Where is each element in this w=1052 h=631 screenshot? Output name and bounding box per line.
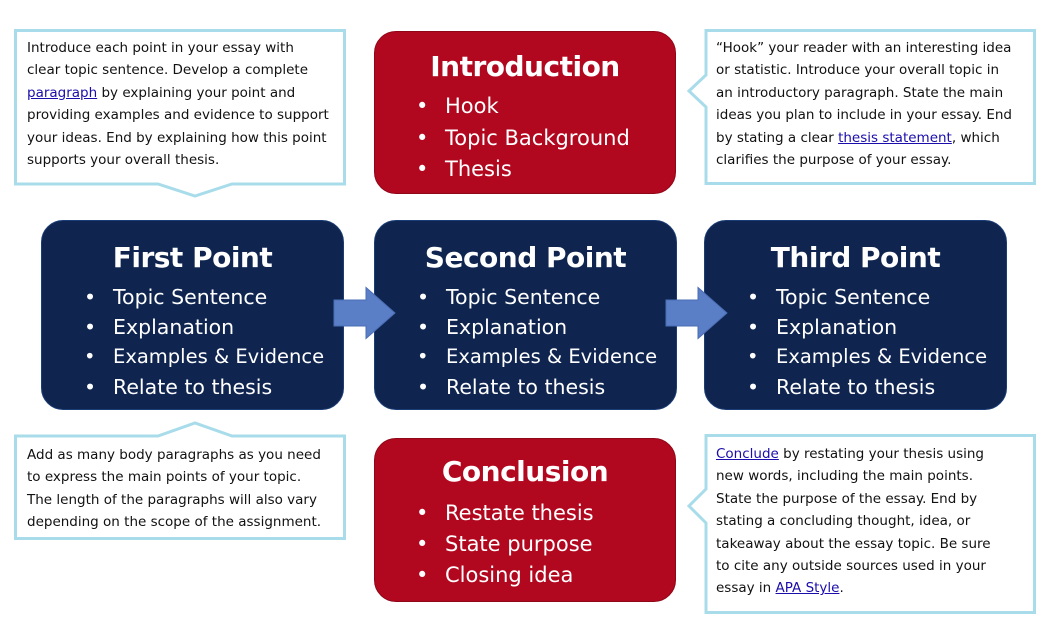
callout-conclude-line: to cite any outside sources used in your xyxy=(716,558,986,575)
callout-body-point-line: your ideas. End by explaining how this p… xyxy=(27,129,327,146)
apa-style-link[interactable]: APA Style xyxy=(775,580,840,597)
callout-hook-line: by stating a clear thesis statement, whi… xyxy=(716,127,1032,149)
third-point-box: Third Point Topic Sentence Explanation E… xyxy=(704,220,1007,410)
second-point-box: Second Point Topic Sentence Explanation … xyxy=(374,220,677,410)
callout-body-count-line: Add as many body paragraphs as you need xyxy=(27,447,321,463)
callout-conclude-frame xyxy=(686,434,1036,614)
callout-hook-line: clarifies the purpose of your essay. xyxy=(716,152,952,169)
callout-body-count-line: to express the main points of your topic… xyxy=(27,469,302,486)
callout-conclude-line-end: . xyxy=(839,580,844,597)
callout-hook-line: ideas you plan to include in your essay.… xyxy=(716,107,1012,124)
callout-body-count-frame xyxy=(14,421,346,540)
paragraph-link[interactable]: paragraph xyxy=(27,84,98,101)
callout-hook-line: “Hook” your reader with an interesting i… xyxy=(716,40,1012,56)
thesis-statement-link[interactable]: thesis statement xyxy=(838,129,952,146)
conclude-link[interactable]: Conclude xyxy=(716,446,779,462)
callout-body-point-frame xyxy=(14,29,346,198)
first-point-item: Relate to thesis xyxy=(84,372,343,402)
callout-body-point-line: paragraph by explaining your point and xyxy=(27,82,337,104)
third-point-item: Explanation xyxy=(747,312,1006,342)
callout-conclude-line-post: by restating your thesis using xyxy=(778,446,984,462)
callout-body-count: Add as many body paragraphs as you need … xyxy=(14,420,346,540)
callout-hook-line-post: , which xyxy=(951,129,1000,146)
callout-conclude-line: Conclude by restating your thesis using xyxy=(716,443,1032,465)
callout-conclude: Conclude by restating your thesis using … xyxy=(686,434,1036,614)
arrow-right-icon xyxy=(333,286,396,340)
callout-body-count-line: depending on the scope of the assignment… xyxy=(27,514,322,531)
conclusion-box: Conclusion Restate thesis State purpose … xyxy=(374,438,676,602)
third-point-title: Third Point xyxy=(770,241,941,274)
callout-body-point-line: clear topic sentence. Develop a complete xyxy=(27,62,309,79)
third-point-item: Topic Sentence xyxy=(747,282,1006,312)
callout-hook-line: or statistic. Introduce your overall top… xyxy=(716,62,1000,79)
second-point-list: Topic Sentence Explanation Examples & Ev… xyxy=(417,282,676,402)
second-point-item: Topic Sentence xyxy=(417,282,676,312)
introduction-box: Introduction Hook Topic Background Thesi… xyxy=(374,31,676,194)
callout-conclude-line: new words, including the main points. xyxy=(716,468,973,485)
introduction-list: Hook Topic Background Thesis xyxy=(416,91,675,186)
callout-body-point-line-rest: by explaining your point and xyxy=(97,84,296,101)
callout-hook: “Hook” your reader with an interesting i… xyxy=(686,29,1036,185)
conclusion-item: Closing idea xyxy=(416,560,675,591)
conclusion-item: Restate thesis xyxy=(416,498,675,529)
first-point-item: Topic Sentence xyxy=(84,282,343,312)
third-point-item: Examples & Evidence xyxy=(747,342,1006,372)
second-point-item: Relate to thesis xyxy=(417,372,676,402)
introduction-title: Introduction xyxy=(430,50,620,83)
introduction-item: Topic Background xyxy=(416,123,675,155)
callout-body-point-line: providing examples and evidence to suppo… xyxy=(27,107,329,124)
callout-body-point-line: Introduce each point in your essay with xyxy=(27,40,294,56)
arrow-right-icon xyxy=(665,286,728,340)
first-point-item: Examples & Evidence xyxy=(84,342,343,372)
callout-hook-line-pre: by stating a clear xyxy=(716,129,839,146)
first-point-list: Topic Sentence Explanation Examples & Ev… xyxy=(84,282,343,402)
callout-body-point: Introduce each point in your essay with … xyxy=(14,29,346,199)
second-point-item: Examples & Evidence xyxy=(417,342,676,372)
callout-body-count-line: The length of the paragraphs will also v… xyxy=(27,491,317,508)
first-point-box: First Point Topic Sentence Explanation E… xyxy=(41,220,344,410)
third-point-item: Relate to thesis xyxy=(747,372,1006,402)
conclusion-title: Conclusion xyxy=(441,455,609,488)
third-point-list: Topic Sentence Explanation Examples & Ev… xyxy=(747,282,1006,402)
introduction-item: Thesis xyxy=(416,154,675,186)
callout-conclude-line-pre: essay in xyxy=(716,580,776,597)
callout-body-point-line: supports your overall thesis. xyxy=(27,152,220,169)
callout-hook-line: an introductory paragraph. State the mai… xyxy=(716,84,1004,101)
callout-conclude-line: State the purpose of the essay. End by xyxy=(716,490,978,507)
first-point-item: Explanation xyxy=(84,312,343,342)
callout-conclude-line: stating a concluding thought, idea, or xyxy=(716,513,971,530)
conclusion-item: State purpose xyxy=(416,529,675,560)
callout-hook-frame xyxy=(686,29,1036,185)
callout-conclude-line: takeaway about the essay topic. Be sure xyxy=(716,535,991,552)
introduction-item: Hook xyxy=(416,91,675,123)
second-point-item: Explanation xyxy=(417,312,676,342)
callout-conclude-line: essay in APA Style. xyxy=(716,577,1032,599)
second-point-title: Second Point xyxy=(424,241,627,274)
first-point-title: First Point xyxy=(112,241,273,274)
conclusion-list: Restate thesis State purpose Closing ide… xyxy=(416,498,675,591)
